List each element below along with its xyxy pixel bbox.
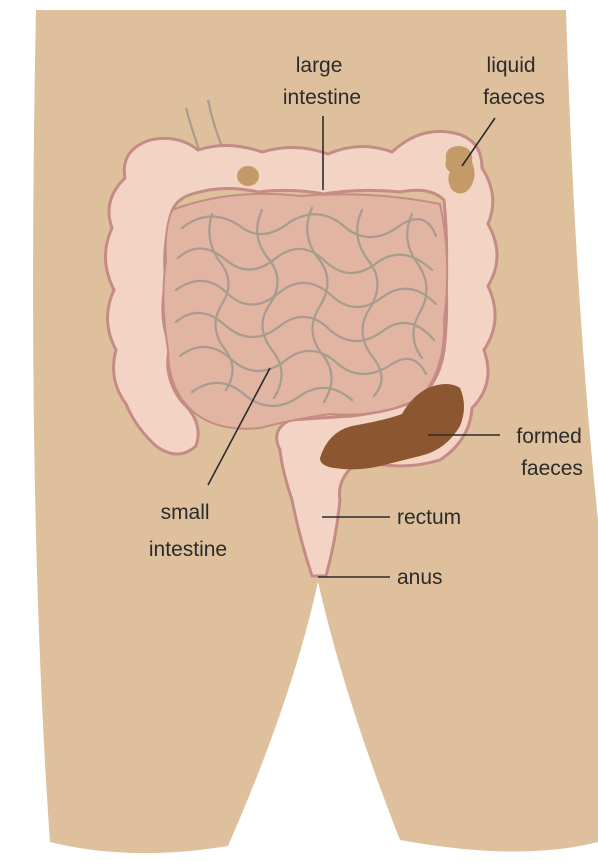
label-small-intestine-line1: small <box>161 501 210 524</box>
label-formed-faeces-line2: faeces <box>521 457 583 480</box>
label-small-intestine-line2: intestine <box>149 538 227 561</box>
faeces-pellet <box>237 166 259 186</box>
label-liquid-faeces-line1: liquid <box>487 54 536 77</box>
label-formed-faeces-line1: formed <box>516 425 581 448</box>
label-large-intestine-line2: intestine <box>283 86 361 109</box>
label-rectum: rectum <box>397 506 461 529</box>
label-large-intestine-line1: large <box>296 54 343 77</box>
label-liquid-faeces-line2: faeces <box>483 86 545 109</box>
label-anus: anus <box>397 566 443 589</box>
